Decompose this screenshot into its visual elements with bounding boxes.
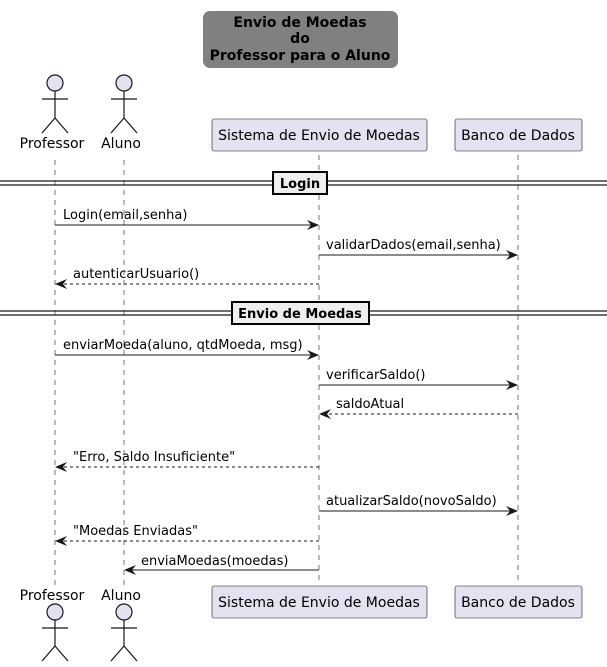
divider-login: Login	[0, 171, 607, 195]
actor-aluno-bottom: Aluno	[101, 588, 141, 662]
divider-label-login: Login	[280, 177, 320, 192]
message-label: autenticarUsuario()	[73, 267, 199, 282]
actor-stick-figure-icon	[110, 603, 138, 662]
actor-stick-figure-icon	[41, 74, 69, 134]
message-label: enviaMoedas(moedas)	[141, 554, 288, 569]
message-label: enviarMoeda(aluno, qtdMoeda, msg)	[63, 338, 303, 353]
lifelines	[54, 155, 519, 590]
actor-professor-top: Professor	[20, 74, 85, 152]
message-8: atualizarSaldo(novoSaldo)	[319, 494, 518, 516]
message-label: "Moedas Enviadas"	[73, 524, 198, 539]
message-6: saldoAtual	[319, 397, 518, 419]
participant-sistema-top: Sistema de Envio de Moedas	[211, 118, 428, 152]
actor-label-professor: Professor	[20, 136, 85, 152]
title-line-1: Envio de Moedas	[233, 15, 366, 31]
actor-stick-figure-icon	[110, 74, 138, 134]
message-label: atualizarSaldo(novoSaldo)	[326, 494, 497, 509]
participant-sistema-bottom: Sistema de Envio de Moedas	[211, 585, 428, 619]
message-5: verificarSaldo()	[319, 368, 518, 390]
message-1: Login(email,senha)	[55, 208, 319, 230]
participant-label-banco: Banco de Dados	[461, 595, 575, 611]
message-9: "Moedas Enviadas"	[55, 524, 319, 546]
title-line-3: Professor para o Aluno	[210, 48, 391, 64]
actor-label-aluno: Aluno	[101, 588, 141, 604]
diagram-title: Envio de Moedas do Professor para o Alun…	[203, 11, 398, 68]
participant-banco-bottom: Banco de Dados	[454, 585, 583, 619]
message-2: validarDados(email,senha)	[319, 238, 518, 260]
message-10: enviaMoedas(moedas)	[124, 554, 319, 575]
participant-label-sistema: Sistema de Envio de Moedas	[218, 595, 420, 611]
message-label: Login(email,senha)	[63, 208, 187, 223]
divider-envio: Envio de Moedas	[0, 301, 607, 325]
participant-banco-top: Banco de Dados	[454, 118, 583, 152]
message-label: validarDados(email,senha)	[326, 238, 501, 253]
title-line-2: do	[290, 31, 310, 47]
message-7: "Erro, Saldo Insuficiente"	[55, 450, 319, 472]
actor-aluno-top: Aluno	[101, 74, 141, 152]
message-label: saldoAtual	[336, 397, 404, 412]
message-3: autenticarUsuario()	[55, 267, 319, 289]
actor-label-professor: Professor	[20, 588, 85, 604]
actor-stick-figure-icon	[41, 603, 69, 662]
divider-label-envio: Envio de Moedas	[238, 307, 362, 322]
message-label: verificarSaldo()	[326, 368, 425, 383]
message-4: enviarMoeda(aluno, qtdMoeda, msg)	[55, 338, 319, 360]
participant-label-banco: Banco de Dados	[461, 128, 575, 144]
actor-label-aluno: Aluno	[101, 136, 141, 152]
actor-professor-bottom: Professor	[20, 588, 85, 662]
participant-label-sistema: Sistema de Envio de Moedas	[218, 128, 420, 144]
message-label: "Erro, Saldo Insuficiente"	[73, 450, 235, 465]
